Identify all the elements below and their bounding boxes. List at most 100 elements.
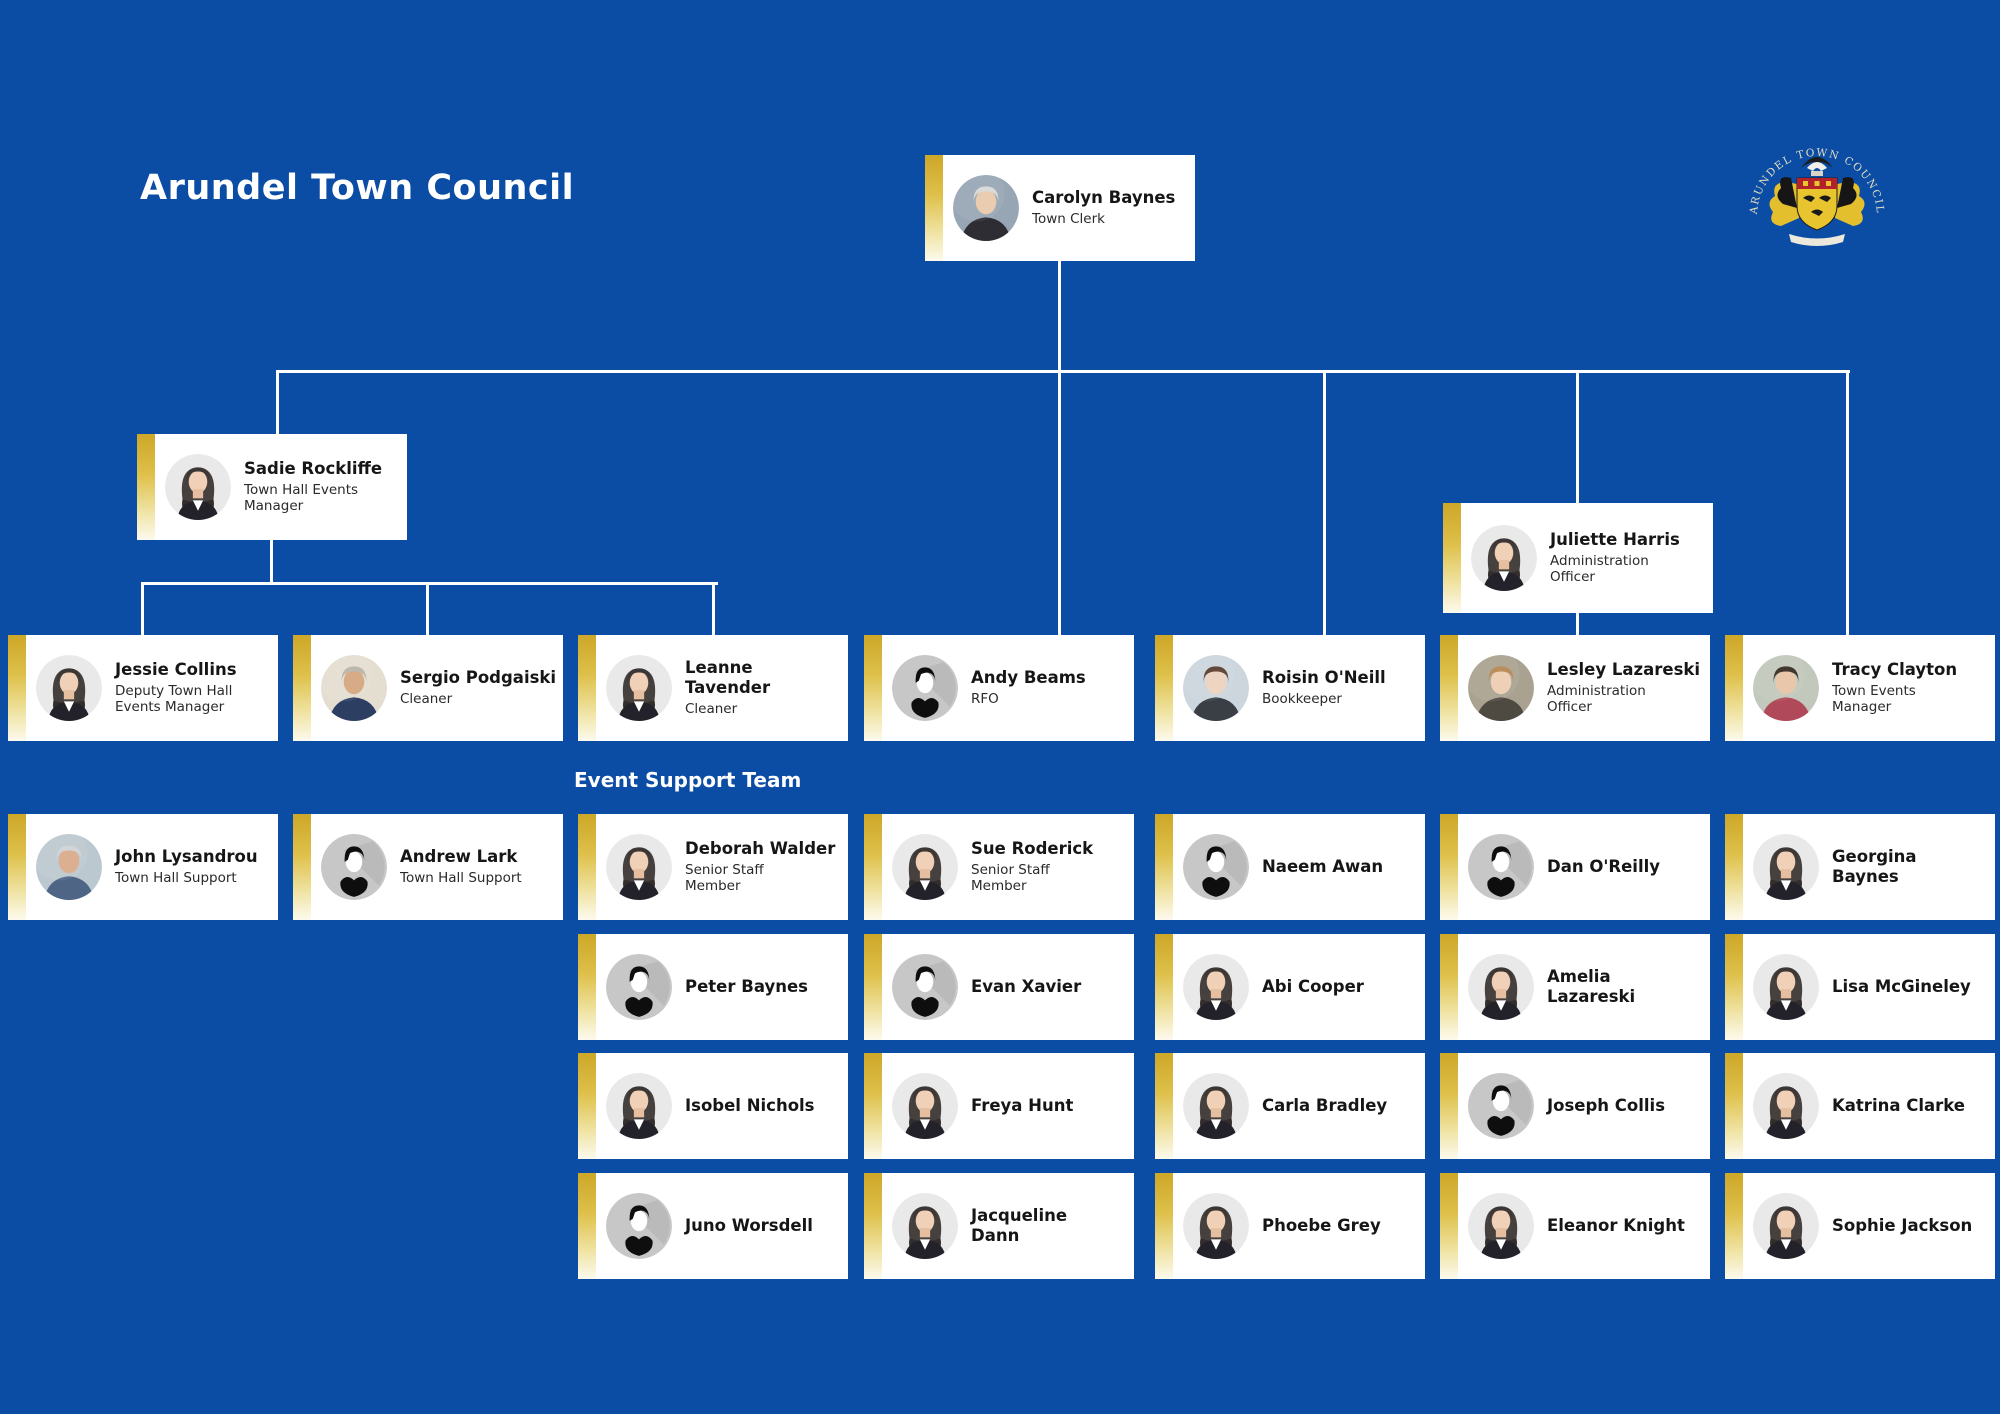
section-label: Event Support Team bbox=[574, 768, 802, 792]
person-name: Sophie Jackson bbox=[1832, 1215, 1973, 1235]
male-avatar-icon bbox=[1468, 834, 1534, 900]
org-card: Sadie Rockliffe Town Hall Events Manager bbox=[137, 434, 407, 540]
person-name: Juno Worsdell bbox=[685, 1215, 813, 1235]
org-card: Roisin O'Neill Bookkeeper bbox=[1155, 635, 1425, 741]
org-card: Peter Baynes bbox=[578, 934, 848, 1040]
org-card: Evan Xavier bbox=[864, 934, 1134, 1040]
person-name: Katrina Clarke bbox=[1832, 1095, 1965, 1115]
person-name: Carolyn Baynes bbox=[1032, 187, 1176, 207]
org-card: Lesley Lazareski Administration Officer bbox=[1440, 635, 1710, 741]
org-card: Jessie Collins Deputy Town Hall Events M… bbox=[8, 635, 278, 741]
card-accent-strip bbox=[578, 934, 596, 1040]
person-name: Jacqueline Dann bbox=[971, 1205, 1068, 1245]
female-avatar-icon bbox=[1183, 1073, 1249, 1139]
connector-line bbox=[1846, 370, 1849, 637]
org-card: Isobel Nichols bbox=[578, 1053, 848, 1159]
card-accent-strip bbox=[925, 155, 943, 261]
org-card: Juno Worsdell bbox=[578, 1173, 848, 1279]
org-card: Naeem Awan bbox=[1155, 814, 1425, 920]
person-role: Senior Staff Member bbox=[685, 862, 764, 895]
card-accent-strip bbox=[1440, 934, 1458, 1040]
person-name: Phoebe Grey bbox=[1262, 1215, 1381, 1235]
person-name: Juliette Harris bbox=[1550, 530, 1680, 550]
card-accent-strip bbox=[1155, 1173, 1173, 1279]
person-name: Eleanor Knight bbox=[1547, 1215, 1685, 1235]
org-card: Freya Hunt bbox=[864, 1053, 1134, 1159]
female-avatar-icon bbox=[892, 1193, 958, 1259]
person-name: Freya Hunt bbox=[971, 1095, 1074, 1115]
male-avatar-icon bbox=[321, 834, 387, 900]
connector-line bbox=[1058, 370, 1061, 637]
card-accent-strip bbox=[1155, 814, 1173, 920]
person-role: RFO bbox=[971, 691, 999, 708]
person-name: Dan O'Reilly bbox=[1547, 856, 1661, 876]
person-role: Town Clerk bbox=[1032, 211, 1105, 228]
card-accent-strip bbox=[1440, 1173, 1458, 1279]
org-card: Sophie Jackson bbox=[1725, 1173, 1995, 1279]
card-accent-strip bbox=[293, 635, 311, 741]
person-name: Abi Cooper bbox=[1262, 976, 1364, 996]
card-accent-strip bbox=[864, 1053, 882, 1159]
connector-line bbox=[277, 370, 1850, 373]
person-role: Senior Staff Member bbox=[971, 862, 1050, 895]
photo-avatar bbox=[36, 834, 102, 900]
person-name: Tracy Clayton bbox=[1832, 660, 1958, 680]
person-name: John Lysandrou bbox=[115, 846, 258, 866]
person-role: Cleaner bbox=[685, 701, 738, 718]
org-card: Abi Cooper bbox=[1155, 934, 1425, 1040]
photo-avatar bbox=[953, 175, 1019, 241]
female-avatar-icon bbox=[1753, 1073, 1819, 1139]
photo-avatar bbox=[321, 655, 387, 721]
page-title: Arundel Town Council bbox=[140, 168, 575, 208]
female-avatar-icon bbox=[1753, 954, 1819, 1020]
female-avatar-icon bbox=[1753, 1193, 1819, 1259]
person-role: Deputy Town Hall Events Manager bbox=[115, 683, 233, 716]
male-avatar-icon bbox=[1183, 834, 1249, 900]
card-accent-strip bbox=[1440, 635, 1458, 741]
card-accent-strip bbox=[864, 1173, 882, 1279]
person-name: Sergio Podgaiski bbox=[400, 667, 557, 687]
card-accent-strip bbox=[1443, 503, 1461, 613]
male-avatar-icon bbox=[892, 954, 958, 1020]
org-card: John Lysandrou Town Hall Support bbox=[8, 814, 278, 920]
connector-line bbox=[141, 582, 144, 636]
female-avatar-icon bbox=[606, 1073, 672, 1139]
person-name: Roisin O'Neill bbox=[1262, 667, 1386, 687]
person-name: Jessie Collins bbox=[115, 660, 237, 680]
connector-line bbox=[141, 582, 718, 585]
person-role: Administration Officer bbox=[1547, 683, 1646, 716]
person-name: Andrew Lark bbox=[400, 846, 518, 866]
card-accent-strip bbox=[864, 635, 882, 741]
person-role: Town Hall Support bbox=[400, 870, 522, 887]
card-accent-strip bbox=[8, 635, 26, 741]
female-avatar-icon bbox=[1183, 1193, 1249, 1259]
card-accent-strip bbox=[1155, 635, 1173, 741]
photo-avatar bbox=[1468, 655, 1534, 721]
person-name: Joseph Collis bbox=[1547, 1095, 1666, 1115]
org-card: Amelia Lazareski bbox=[1440, 934, 1710, 1040]
connector-line bbox=[426, 582, 429, 636]
org-card: Dan O'Reilly bbox=[1440, 814, 1710, 920]
org-card: Andrew Lark Town Hall Support bbox=[293, 814, 563, 920]
connector-line bbox=[712, 582, 715, 636]
card-accent-strip bbox=[1725, 1173, 1743, 1279]
person-name: Lisa McGineley bbox=[1832, 976, 1971, 996]
person-role: Town Events Manager bbox=[1832, 683, 1916, 716]
female-avatar-icon bbox=[606, 655, 672, 721]
card-accent-strip bbox=[578, 635, 596, 741]
person-name: Evan Xavier bbox=[971, 976, 1082, 996]
org-card: Andy Beams RFO bbox=[864, 635, 1134, 741]
card-accent-strip bbox=[1155, 934, 1173, 1040]
male-avatar-icon bbox=[1468, 1073, 1534, 1139]
org-card: Carla Bradley bbox=[1155, 1053, 1425, 1159]
org-card: Joseph Collis bbox=[1440, 1053, 1710, 1159]
person-name: Andy Beams bbox=[971, 667, 1086, 687]
photo-avatar bbox=[1183, 655, 1249, 721]
card-accent-strip bbox=[864, 934, 882, 1040]
female-avatar-icon bbox=[1468, 954, 1534, 1020]
card-accent-strip bbox=[578, 1173, 596, 1279]
org-card: Deborah Walder Senior Staff Member bbox=[578, 814, 848, 920]
connector-line bbox=[270, 538, 273, 584]
connector-line bbox=[1576, 611, 1579, 637]
card-accent-strip bbox=[1725, 635, 1743, 741]
